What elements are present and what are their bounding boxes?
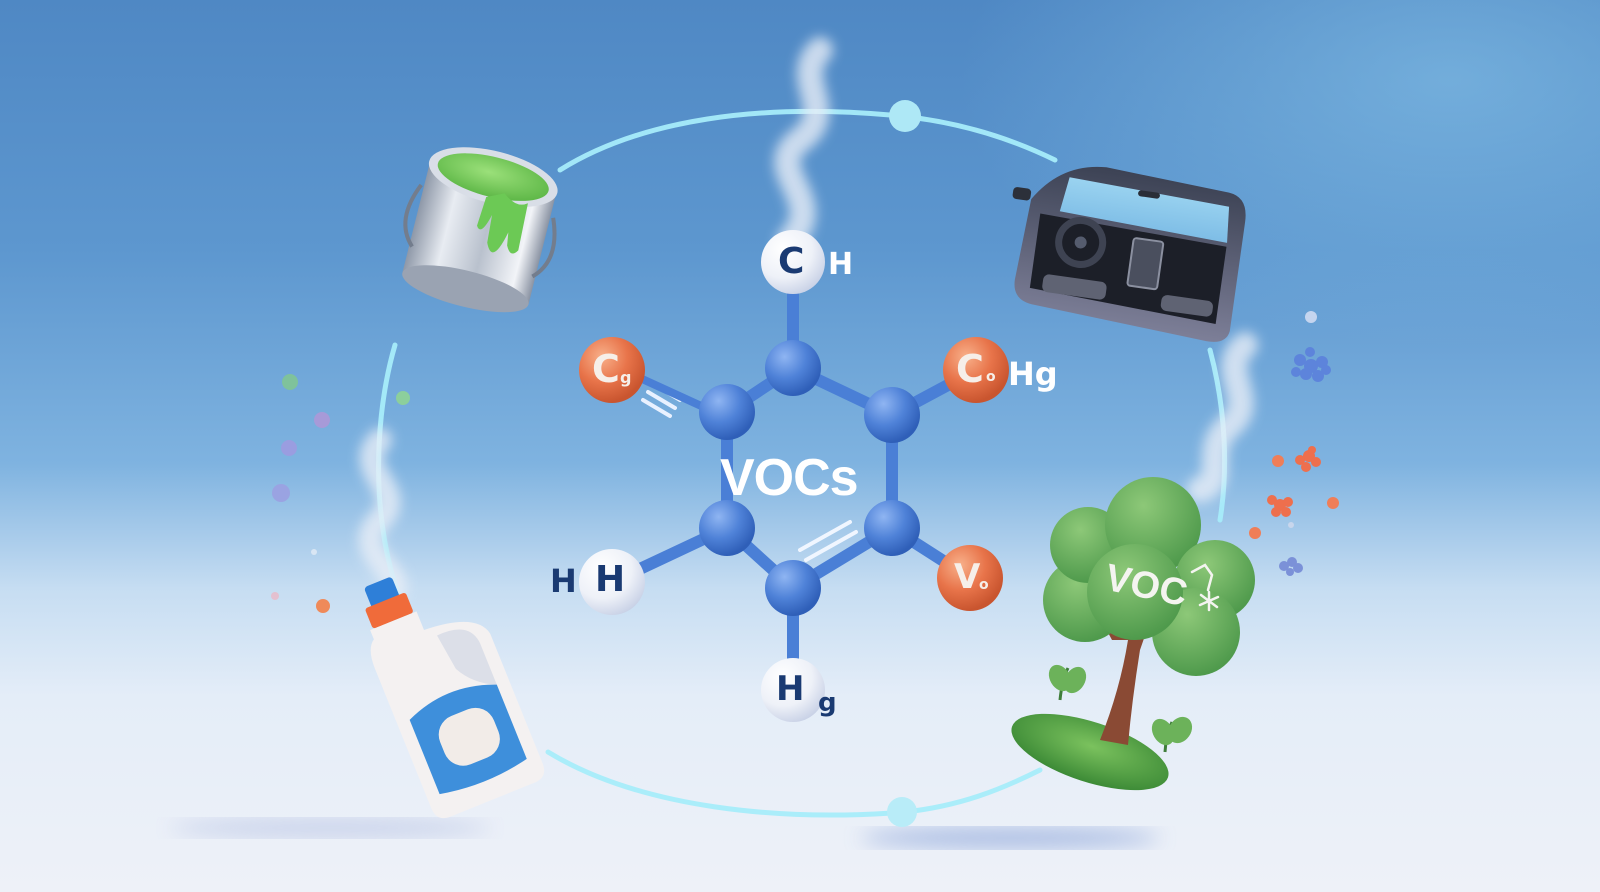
atom-lower-left-element: H [595,559,626,600]
atom-lower-right-orange [937,545,1003,611]
atom-upper-right-suffix: Hg [1008,355,1058,393]
atom-upper-left-subscript: g [620,368,632,387]
atom-lower-left-white [579,549,645,615]
carbon-atom [699,500,755,556]
carbon-atom [765,340,821,396]
atom-lower-right-subscript: o [979,577,989,593]
atom-upper-right-orange [943,337,1009,403]
particles-left [271,374,410,613]
ring-node-top [889,100,921,132]
atom-top-element: C [778,241,805,282]
atom-lower-left-prefix: H [550,562,577,600]
carbon-atom [864,387,920,443]
atom-lower-right-element: V [954,557,981,597]
atom-bottom-suffix: g [818,688,837,718]
atom-bottom-white [761,658,825,722]
atom-upper-right-element: C [956,347,984,391]
carbon-atom [765,560,821,616]
atom-upper-right-subscript: o [986,369,996,385]
atom-top-suffix: H [828,247,854,282]
carbon-atom [699,384,755,440]
particles-right [1249,311,1339,576]
carbon-atom [864,500,920,556]
atom-top-white [761,230,825,294]
atom-upper-left-element: C [592,347,620,391]
molecule-center-title: VOCs [720,449,859,507]
atom-upper-left-orange [579,337,645,403]
ring-node-bottom [887,797,917,827]
atom-bottom-element: H [776,669,805,709]
